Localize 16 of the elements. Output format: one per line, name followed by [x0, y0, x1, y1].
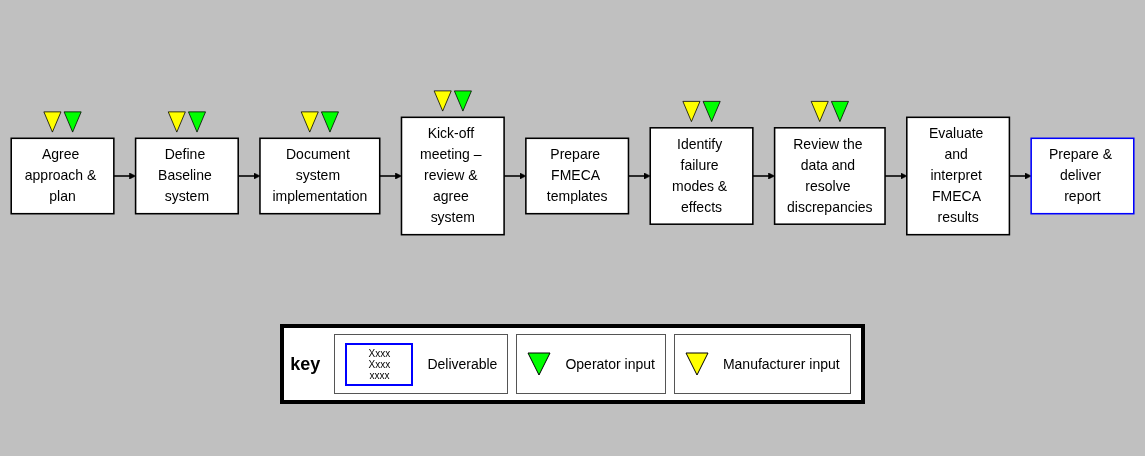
legend-text: Operator input [565, 356, 655, 372]
node-box: Agree approach & plan [10, 137, 115, 215]
node-box: Identify failure modes & effects [649, 126, 754, 225]
legend-text: Manufacturer input [722, 356, 840, 372]
node-box: Kick-off meeting – review & agree system [400, 116, 505, 235]
arrow [752, 172, 775, 179]
node-box: Evaluate and interpret FMECA results [906, 116, 1011, 235]
node-box: Review the data and resolve discrepancies [773, 126, 886, 225]
node-box: Prepare & deliver report [1030, 137, 1135, 215]
node-box: Document system implementation [259, 137, 381, 215]
deliverable-sample-box: Xxxx Xxxx xxxx [345, 342, 414, 386]
arrow [113, 172, 136, 179]
legend-text: Deliverable [427, 356, 498, 372]
node-box: Prepare FMECA templates [525, 137, 630, 215]
node-box: Define Baseline system [134, 137, 239, 215]
key-heading: key [290, 353, 321, 375]
